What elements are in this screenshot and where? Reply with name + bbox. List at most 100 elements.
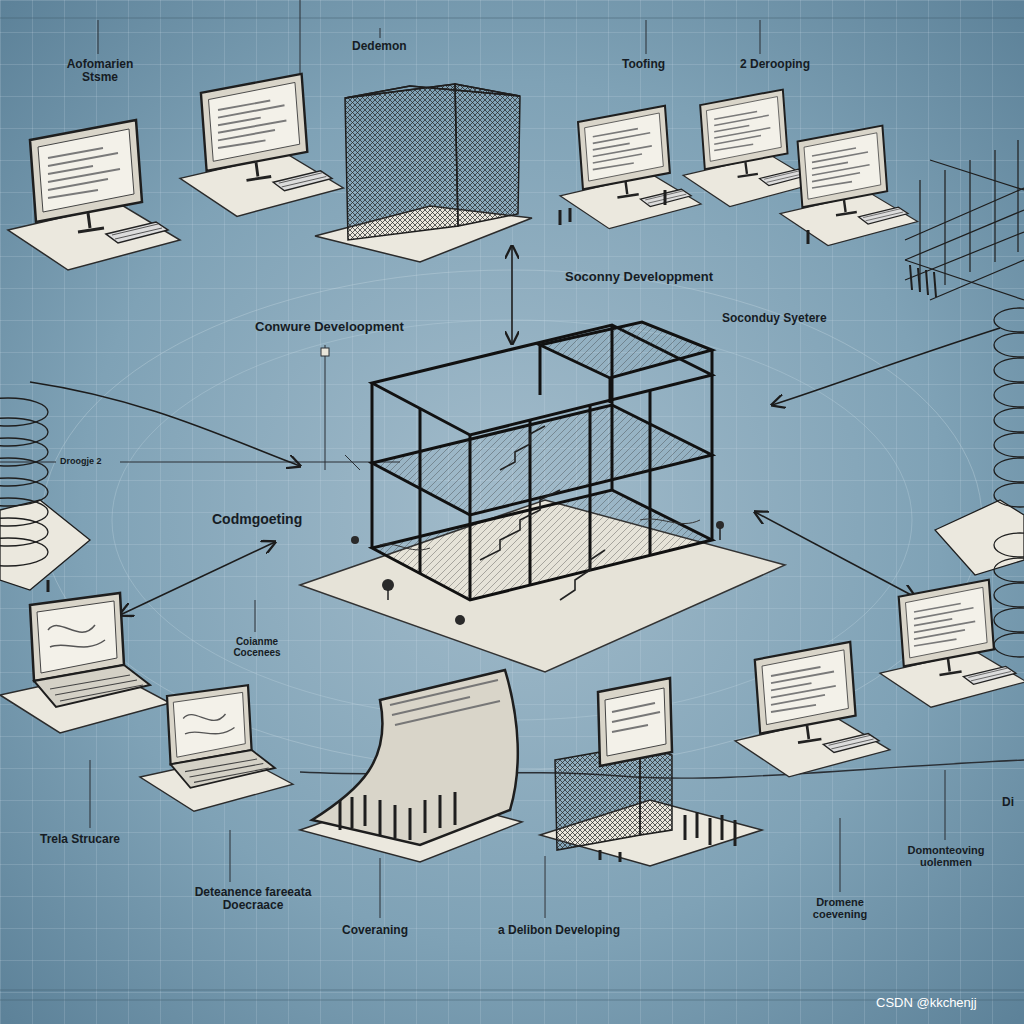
section-label: a Delibon Developing	[498, 924, 620, 937]
central-building	[540, 322, 712, 378]
leader-line	[345, 455, 360, 470]
coil	[0, 398, 48, 426]
coil	[0, 498, 48, 526]
coil	[994, 483, 1024, 507]
central-building	[351, 536, 359, 544]
person-figure	[48, 190, 808, 592]
section-label: 2 Derooping	[740, 58, 810, 71]
arrow	[30, 382, 300, 466]
arrow	[30, 246, 1000, 615]
curved-screen	[340, 792, 455, 840]
leader-line	[321, 348, 329, 356]
wireframe-tower	[315, 84, 532, 262]
leader-line	[90, 760, 91, 828]
coil	[0, 438, 48, 466]
display-tower	[540, 678, 762, 866]
computer-monitor	[180, 74, 343, 217]
display-tower	[598, 678, 672, 766]
coil	[0, 458, 48, 486]
section-label: Aofomarien Stsme	[50, 58, 150, 85]
central-building	[480, 426, 605, 600]
wireframe-tower	[345, 84, 520, 98]
watermark: CSDN @kkchenjj	[876, 996, 977, 1011]
central-building	[388, 528, 720, 600]
central-building	[382, 579, 394, 591]
leader-line	[255, 600, 256, 632]
computer-monitor	[0, 593, 170, 733]
section-label: Coianme Cocenees	[212, 636, 302, 658]
leader-line	[380, 858, 381, 918]
wireframe-structure	[905, 160, 1024, 300]
section-label: Dromene coevening	[788, 896, 892, 921]
section-label: Codmgoeting	[212, 512, 302, 528]
display-tower	[600, 812, 735, 862]
section-label: Trela Strucare	[40, 833, 120, 846]
leader-line	[0, 0, 1024, 918]
section-label: Soconduy Syetere	[722, 312, 827, 325]
leader-line	[760, 20, 761, 54]
central-building	[716, 521, 724, 529]
computer-monitor	[560, 106, 701, 229]
coil	[0, 518, 48, 546]
leader-line	[545, 856, 546, 918]
section-label: Coveraning	[342, 924, 408, 937]
section-label: Dedemon	[352, 40, 407, 53]
coil	[994, 583, 1024, 607]
wireframe-structure	[920, 140, 1018, 290]
leader-line	[840, 818, 841, 892]
person-figure	[48, 190, 808, 592]
central-building	[455, 615, 465, 625]
section-label: Deteanence fareeata Doecraace	[178, 886, 328, 913]
wireframe-structure	[910, 265, 936, 297]
display-tower	[612, 703, 660, 732]
arrow	[772, 328, 1000, 405]
arrow	[511, 246, 513, 344]
coil	[0, 538, 48, 566]
coil	[994, 608, 1024, 632]
coil	[994, 633, 1024, 657]
coil	[994, 408, 1024, 432]
leader-line	[325, 345, 326, 470]
arrow	[120, 542, 275, 615]
curved-screen	[390, 680, 500, 725]
central-building	[380, 519, 700, 550]
wireframe-structure	[905, 140, 1024, 300]
computer-monitor	[683, 90, 817, 207]
wireframe-tower	[345, 84, 458, 240]
section-label: Soconny Developpment	[565, 270, 713, 285]
wireframe-tower	[455, 84, 520, 226]
central-building	[372, 490, 712, 600]
computer-monitor	[780, 126, 918, 246]
leader-line	[380, 28, 381, 38]
computer-monitor	[140, 685, 293, 811]
leader-line	[98, 20, 99, 54]
section-label: Conwure Develoopment	[255, 320, 404, 335]
coil	[994, 308, 1024, 332]
wireframe-tower	[345, 86, 520, 98]
curved-screen	[312, 670, 518, 845]
coil	[0, 418, 48, 446]
leader-line	[230, 830, 231, 882]
leader-line	[945, 770, 946, 840]
section-label: Domonteoving uolenmen	[884, 844, 1008, 869]
section-label: Droogje 2	[60, 456, 102, 466]
coil	[0, 478, 48, 506]
central-building	[300, 322, 785, 672]
central-building	[372, 325, 712, 600]
coil	[994, 533, 1024, 557]
curved-screen	[300, 670, 522, 862]
display-tower	[605, 688, 666, 756]
coil	[994, 333, 1024, 357]
coil	[994, 433, 1024, 457]
background	[0, 18, 1024, 1000]
wireframe-structure	[905, 188, 1024, 300]
computer-monitor	[8, 120, 180, 270]
computer-monitor	[735, 642, 890, 777]
arrow	[755, 512, 915, 597]
